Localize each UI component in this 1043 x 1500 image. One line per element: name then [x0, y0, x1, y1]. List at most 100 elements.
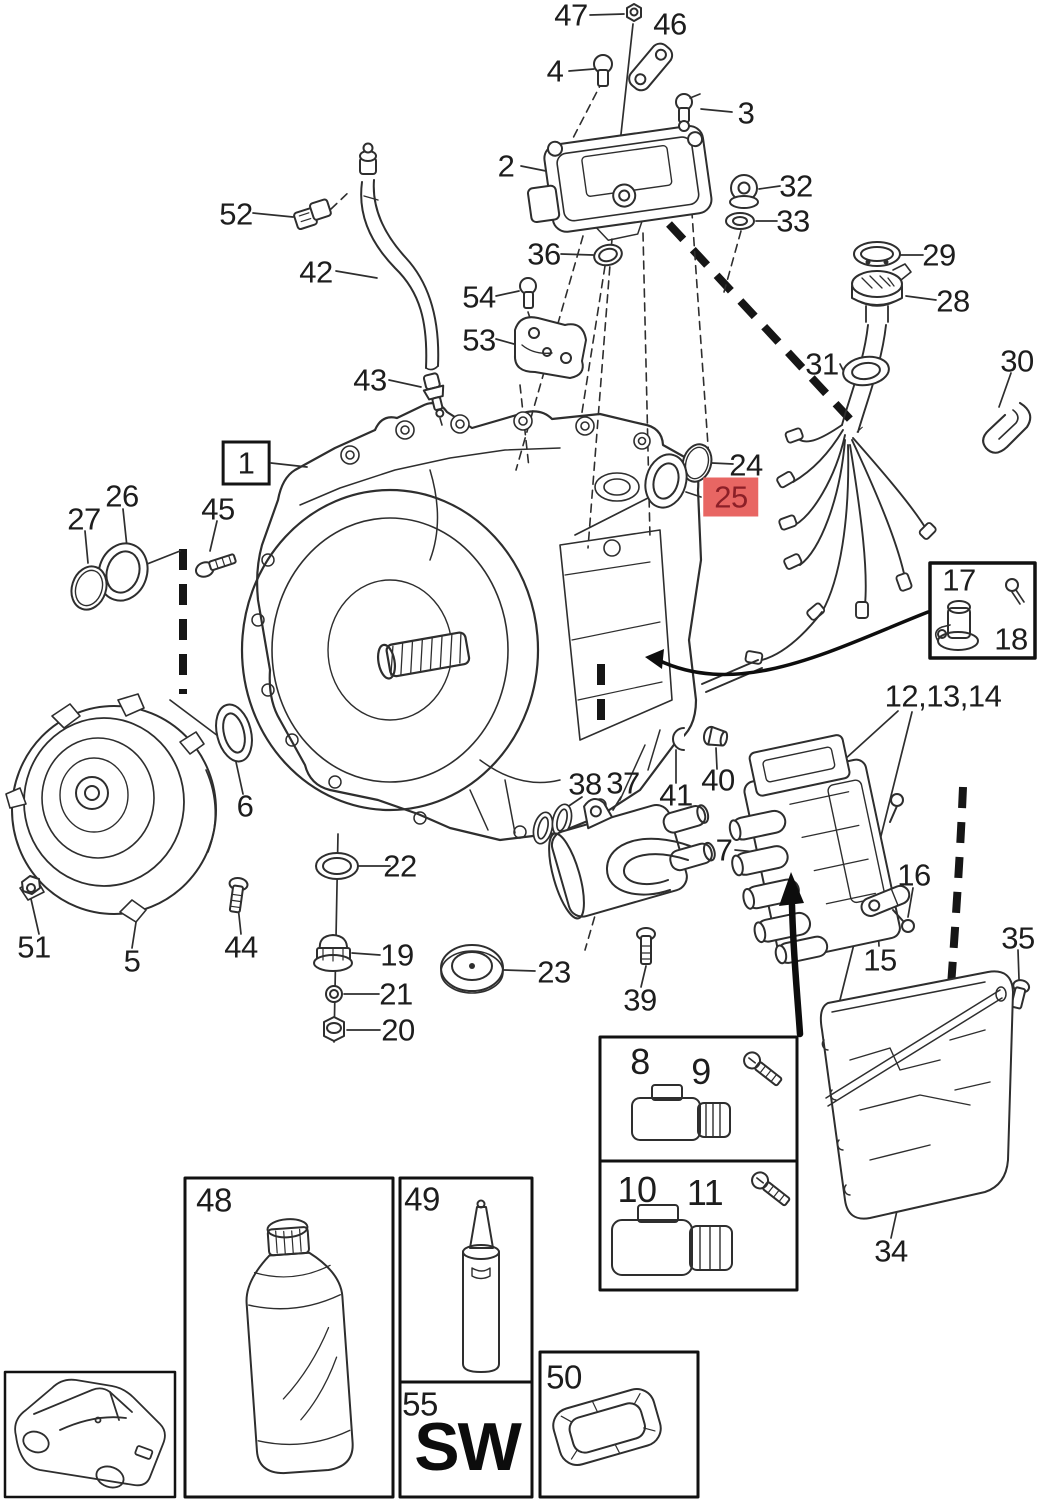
bolt-44-drawing	[226, 877, 249, 913]
part-label-18: 18	[994, 621, 1028, 657]
oring-22-drawing	[316, 853, 358, 879]
inset-box-55	[400, 1382, 532, 1497]
inset-box-10-11	[600, 1161, 797, 1290]
part-label-22: 22	[383, 848, 417, 884]
gaskets-38-drawing	[530, 802, 574, 845]
tcm-module-2-drawing	[521, 121, 715, 250]
part-label-2: 2	[497, 148, 515, 184]
part-label-15: 15	[863, 942, 897, 978]
oring-24-drawing	[678, 441, 715, 485]
part-label-52: 52	[219, 196, 253, 232]
car-inset-box	[5, 1372, 175, 1497]
gasket-50-drawing	[549, 1385, 665, 1469]
dashed-routing-lines	[183, 224, 963, 1000]
part-label-40: 40	[701, 762, 735, 798]
clip-52-drawing	[292, 199, 333, 230]
part-label-42: 42	[299, 254, 333, 290]
sensor-17-drawing	[936, 601, 978, 650]
bracket-15-drawing	[859, 883, 912, 918]
oil-pan-34-drawing	[821, 971, 1013, 1218]
inset-box-50	[540, 1352, 698, 1497]
part-label-55: 55	[402, 1385, 438, 1423]
part-label-26: 26	[105, 478, 139, 514]
bolt-35-drawing	[1008, 979, 1030, 1010]
part-label-28: 28	[936, 283, 970, 319]
cap-23-drawing	[441, 945, 503, 993]
seal-6-drawing	[210, 701, 257, 766]
bracket-53-drawing	[515, 317, 586, 378]
part-label-27: 27	[67, 501, 101, 537]
part-label-39: 39	[623, 982, 657, 1018]
part-label-SW: SW	[414, 1409, 522, 1485]
part-label-51: 51	[17, 929, 51, 965]
plug-19-drawing	[314, 935, 352, 971]
link-46-drawing	[626, 40, 676, 94]
screw-9-drawing	[741, 1049, 785, 1088]
part-label-46: 46	[653, 6, 687, 42]
dipstick-tube-42-drawing	[360, 144, 438, 370]
part-label-30: 30	[1000, 343, 1034, 379]
oring-36-drawing	[592, 242, 624, 268]
bolt-54-drawing	[520, 278, 536, 308]
part-label-25: 25	[703, 477, 759, 517]
part-label-48: 48	[196, 1181, 232, 1219]
bolt-16-drawing	[893, 910, 914, 932]
car-drawing	[15, 1380, 165, 1492]
inset-box-17-18	[930, 563, 1035, 658]
part-label-11: 11	[686, 1172, 724, 1213]
part-label-34: 34	[874, 1233, 908, 1269]
plug-32-drawing	[730, 175, 758, 208]
inset-box-49	[400, 1178, 532, 1382]
part-label-20: 20	[381, 1012, 415, 1048]
part-label-32: 32	[779, 168, 813, 204]
part-label-31: 31	[805, 346, 839, 382]
nut-51-drawing	[22, 876, 40, 894]
inset-box-48	[185, 1178, 393, 1497]
part-label-4: 4	[546, 53, 564, 89]
washer-33-drawing	[726, 213, 754, 229]
oil-cooler-37-drawing	[536, 770, 726, 922]
part-label-24: 24	[729, 447, 763, 483]
part-label-19: 19	[380, 937, 414, 973]
part-label-47: 47	[554, 0, 588, 33]
part-label-12-13-14: 12,13,14	[884, 678, 1002, 714]
part-label-29: 29	[922, 237, 956, 273]
seal-26-drawing	[91, 537, 155, 607]
plug-40-drawing	[702, 726, 728, 748]
part-label-44: 44	[224, 929, 258, 965]
nut-47-drawing	[627, 4, 641, 21]
part-label-3: 3	[737, 95, 755, 131]
washer-21-drawing	[326, 986, 342, 1002]
part-label-35: 35	[1001, 920, 1035, 956]
sensor-10-drawing	[612, 1205, 732, 1275]
part-label-38: 38	[568, 766, 602, 802]
nut-20-drawing	[324, 1017, 344, 1041]
connector-28-drawing	[852, 264, 911, 322]
bolt-45-drawing	[194, 553, 237, 579]
part-label-9: 9	[691, 1051, 711, 1092]
part-label-23: 23	[537, 954, 571, 990]
arrow-to-valve-body	[779, 872, 804, 1034]
sensor-3-drawing	[676, 94, 700, 131]
clip-30-drawing	[983, 403, 1030, 453]
part-label-54: 54	[462, 279, 496, 315]
seal-25-drawing	[639, 450, 692, 513]
snap-ring-29-drawing	[854, 242, 900, 266]
part-label-33: 33	[776, 203, 810, 239]
sensor-8-drawing	[632, 1085, 730, 1140]
part-label-17: 17	[942, 562, 976, 598]
oil-bottle-48-drawing	[241, 1216, 354, 1475]
part-label-16: 16	[897, 857, 931, 893]
part-label-41: 41	[659, 777, 693, 813]
part-label-21: 21	[379, 976, 413, 1012]
oring-27-drawing	[66, 562, 112, 614]
part-label-53: 53	[462, 322, 496, 358]
part-label-5: 5	[123, 943, 141, 979]
bolt-4-drawing	[594, 55, 612, 86]
part-label-49: 49	[404, 1180, 440, 1218]
part-label-6: 6	[236, 788, 254, 824]
seal-31-drawing	[841, 354, 890, 388]
